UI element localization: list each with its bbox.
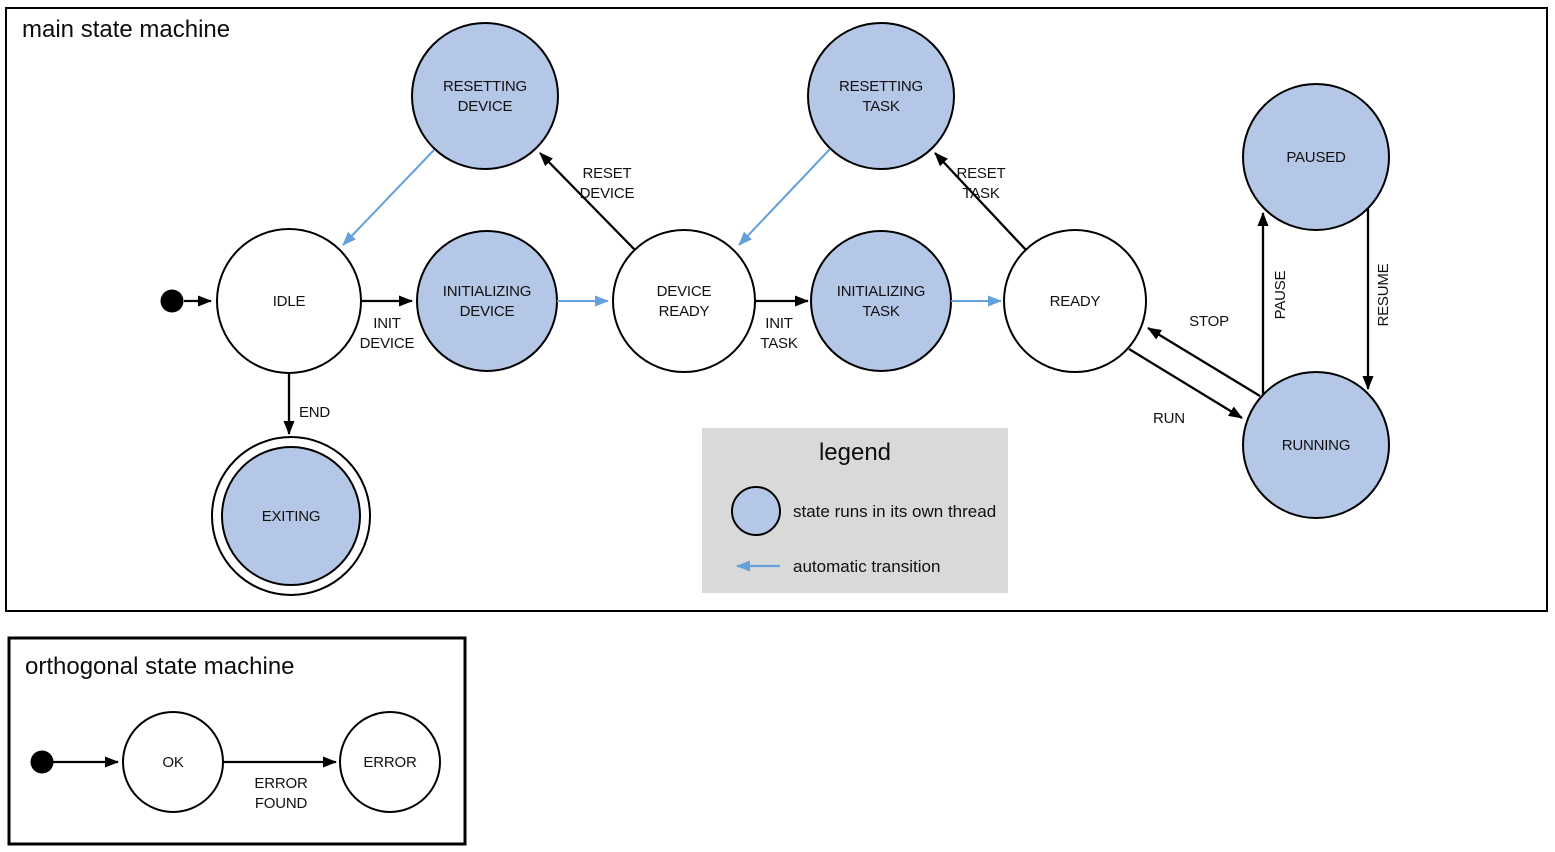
- state-ready: [1003, 229, 1147, 373]
- transition-label-ready-to-resetting-task: RESET TASK: [956, 165, 1005, 202]
- label-line: FOUND: [255, 795, 308, 812]
- label-line: RESUME: [1375, 263, 1392, 326]
- transition-label-paused-to-running-resume: RESUME: [1375, 263, 1392, 326]
- legend-title: legend: [819, 439, 891, 466]
- state-label-paused: PAUSED: [1286, 149, 1346, 166]
- label-line: INITIALIZING: [443, 283, 531, 300]
- label-line: RUNNING: [1282, 437, 1351, 454]
- label-line: IDLE: [273, 293, 306, 310]
- label-line: OK: [162, 754, 183, 771]
- state-label-error: ERROR: [363, 754, 417, 771]
- label-line: STOP: [1189, 313, 1229, 330]
- label-line: READY: [1050, 293, 1101, 310]
- transition-label-idle-to-exiting: END: [299, 404, 330, 421]
- machine-frame-orthogonal: [7, 636, 467, 846]
- state-label-ready: READY: [1050, 293, 1101, 310]
- state-label-initializing-task: INITIALIZING TASK: [837, 283, 925, 320]
- state-label-ok: OK: [162, 754, 183, 771]
- label-line: TASK: [862, 98, 899, 115]
- label-line: DEVICE: [580, 185, 635, 202]
- transition-label-ready-to-running-run: RUN: [1153, 410, 1185, 427]
- label-line: TASK: [962, 185, 999, 202]
- transition-device-ready-to-resetting-device: [539, 152, 636, 251]
- initial-state-dot-orthogonal: [30, 750, 54, 774]
- label-line: END: [299, 404, 330, 421]
- label-line: TASK: [862, 303, 899, 320]
- label-line: ERROR: [254, 775, 308, 792]
- state-initializing-device: [416, 230, 558, 372]
- state-label-device-ready: DEVICE READY: [657, 283, 712, 320]
- state-label-exiting: EXITING: [262, 508, 321, 525]
- transition-label-device-ready-to-resetting-device: RESET DEVICE: [580, 165, 635, 202]
- label-line: PAUSED: [1286, 149, 1346, 166]
- machine-title-main: main state machine: [22, 16, 230, 43]
- label-line: ERROR: [363, 754, 417, 771]
- legend-item-label-thread-state: state runs in its own thread: [793, 502, 996, 521]
- state-label-resetting-device: RESETTING DEVICE: [443, 78, 527, 115]
- state-initializing-task: [810, 230, 952, 372]
- label-line: PAUSE: [1272, 270, 1289, 319]
- transition-resetting-device-to-idle: [342, 149, 435, 246]
- label-line: EXITING: [262, 508, 321, 525]
- machine-title-orthogonal: orthogonal state machine: [25, 653, 295, 680]
- state-paused: [1242, 83, 1390, 231]
- label-line: RESETTING: [839, 78, 923, 95]
- state-error: [339, 711, 441, 813]
- state-exiting: [221, 446, 361, 586]
- state-resetting-device: [411, 22, 559, 170]
- state-running: [1242, 371, 1390, 519]
- transition-label-running-to-paused-pause: PAUSE: [1272, 270, 1289, 319]
- label-line: INIT: [373, 315, 401, 332]
- transition-ready-to-resetting-task: [934, 152, 1027, 251]
- state-label-idle: IDLE: [273, 293, 306, 310]
- transition-running-to-ready-stop: [1147, 327, 1261, 397]
- label-line: DEVICE: [458, 98, 513, 115]
- state-label-resetting-task: RESETTING TASK: [839, 78, 923, 115]
- transition-label-device-ready-to-initializing-task: INIT TASK: [760, 315, 797, 352]
- state-device-ready: [612, 229, 756, 373]
- label-line: READY: [659, 303, 710, 320]
- state-label-initializing-device: INITIALIZING DEVICE: [443, 283, 531, 320]
- label-line: DEVICE: [460, 303, 515, 320]
- label-line: TASK: [760, 335, 797, 352]
- transition-label-ok-to-error: ERROR FOUND: [254, 775, 308, 812]
- label-line: RESET: [956, 165, 1005, 182]
- transition-resetting-task-to-device-ready: [738, 148, 831, 246]
- state-resetting-task: [807, 22, 955, 170]
- label-line: DEVICE: [360, 335, 415, 352]
- initial-state-dot-main: [160, 289, 184, 313]
- machine-frame-main: [5, 7, 1548, 612]
- state-label-running: RUNNING: [1282, 437, 1351, 454]
- legend-item-label-auto-transition: automatic transition: [793, 557, 940, 576]
- label-line: RESET: [582, 165, 631, 182]
- legend-thread-state-icon: [731, 486, 781, 536]
- transition-ready-to-running-run: [1128, 348, 1243, 419]
- label-line: INIT: [765, 315, 793, 332]
- label-line: RESETTING: [443, 78, 527, 95]
- transition-label-idle-to-initializing-device: INIT DEVICE: [360, 315, 415, 352]
- label-line: INITIALIZING: [837, 283, 925, 300]
- label-line: DEVICE: [657, 283, 712, 300]
- transition-label-running-to-ready-stop: STOP: [1189, 313, 1229, 330]
- label-line: RUN: [1153, 410, 1185, 427]
